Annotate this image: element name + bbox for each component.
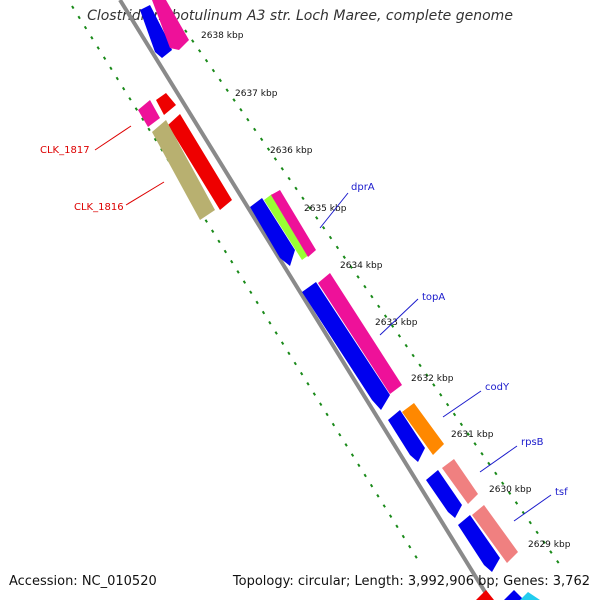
gene-label-cody: codY xyxy=(485,382,510,393)
gene-clk1817-red-arrow xyxy=(156,93,176,115)
gene-blue-dpra xyxy=(250,198,295,266)
gene-clk1816-olive xyxy=(152,120,215,220)
dotted-guide-outer-left xyxy=(71,5,419,561)
gene-orange-cody xyxy=(402,403,444,455)
tick-labels: 2638 kbp 2637 kbp 2636 kbp 2635 kbp 2634… xyxy=(201,31,571,550)
gene-blue-top xyxy=(140,5,172,58)
tick-label: 2638 kbp xyxy=(201,31,244,41)
genome-summary-text: Topology: circular; Length: 3,992,906 bp… xyxy=(232,574,590,589)
gene-label-clk1817: CLK_1817 xyxy=(40,145,90,156)
leader-line-clk1817 xyxy=(94,125,132,151)
gene-label-clk1816: CLK_1816 xyxy=(74,202,124,213)
gene-label-tsf: tsf xyxy=(555,487,568,498)
gene-salmon-tsf xyxy=(472,505,518,563)
gene-clk1817-pink xyxy=(138,100,160,127)
gene-pink-topa xyxy=(318,273,402,394)
gene-blue-rpsb xyxy=(426,470,462,518)
gene-green-dpra xyxy=(264,194,310,260)
gene-blue-cody xyxy=(388,410,425,462)
map-title: Clostridium botulinum A3 str. Loch Maree… xyxy=(87,8,513,24)
leader-line-dpra xyxy=(319,192,349,229)
gene-salmon-rpsb xyxy=(442,459,478,504)
tick-label: 2630 kbp xyxy=(489,485,532,495)
gene-blue-bottom xyxy=(504,590,524,600)
gene-blue-topa xyxy=(302,282,390,410)
leader-line-cody xyxy=(442,390,482,418)
tick-label: 2632 kbp xyxy=(411,374,454,384)
accession-text: Accession: NC_010520 xyxy=(9,574,157,589)
gene-label-topa: topA xyxy=(422,292,445,303)
dotted-guides xyxy=(71,5,561,566)
gene-pink-dpra xyxy=(271,190,316,257)
tick-label: 2633 kbp xyxy=(375,318,418,328)
tick-label: 2631 kbp xyxy=(451,430,494,440)
gene-label-dpra: dprA xyxy=(351,182,375,193)
genome-backbone xyxy=(118,0,492,600)
tick-label: 2636 kbp xyxy=(270,146,313,156)
tick-label: 2637 kbp xyxy=(235,89,278,99)
leader-line-tsf xyxy=(513,494,552,522)
leader-line-rpsb xyxy=(479,445,518,473)
gene-blue-tsf xyxy=(458,515,500,572)
gene-pink-top xyxy=(152,0,189,50)
tick-label: 2635 kbp xyxy=(304,204,347,214)
leader-line-topa xyxy=(379,298,419,336)
leader-line-clk1816 xyxy=(125,181,165,206)
gene-cyan-bottom xyxy=(520,592,540,600)
gene-clk1816-red xyxy=(168,114,232,210)
gene-label-rpsb: rpsB xyxy=(521,437,544,448)
gene-red-bottom xyxy=(476,590,494,600)
tick-label: 2634 kbp xyxy=(340,261,383,271)
tick-label: 2629 kbp xyxy=(528,540,571,550)
dotted-guide-inner-right xyxy=(184,29,561,566)
